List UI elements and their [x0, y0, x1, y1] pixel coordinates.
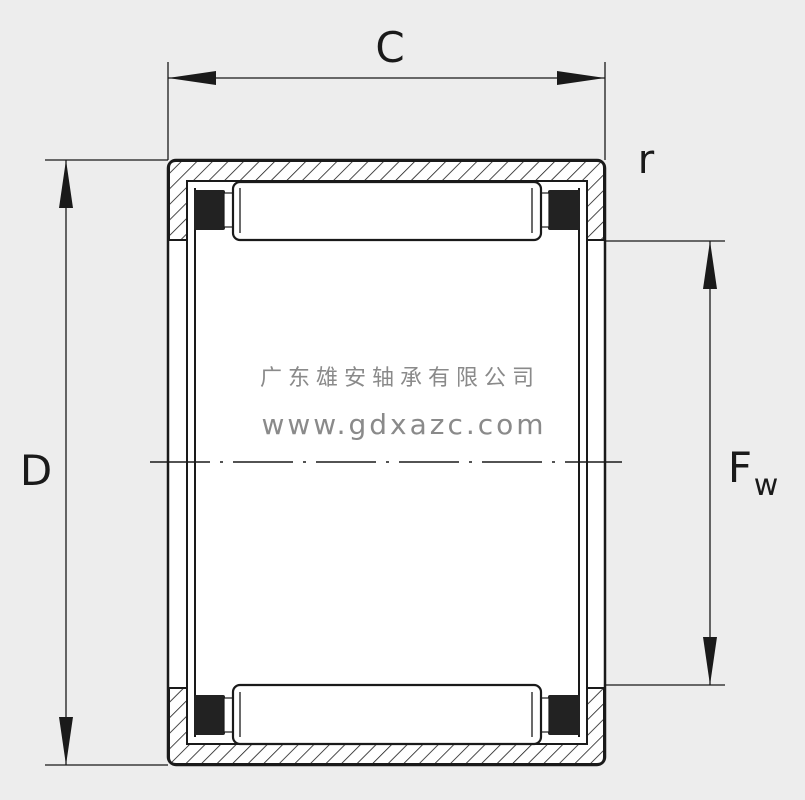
watermark-website: www.gdxazc.com [261, 408, 546, 441]
label-w-subscript: w [754, 468, 779, 503]
label-d: D [20, 446, 52, 495]
bottom-roller-assembly [194, 683, 580, 746]
dimension-c [167, 62, 606, 160]
top-roller-assembly [194, 180, 580, 242]
watermark-company: 广东雄安轴承有限公司 [260, 366, 540, 391]
label-c: C [375, 23, 404, 72]
label-r: r [638, 137, 655, 183]
dimension-d [45, 159, 168, 766]
label-f: F [728, 443, 752, 492]
